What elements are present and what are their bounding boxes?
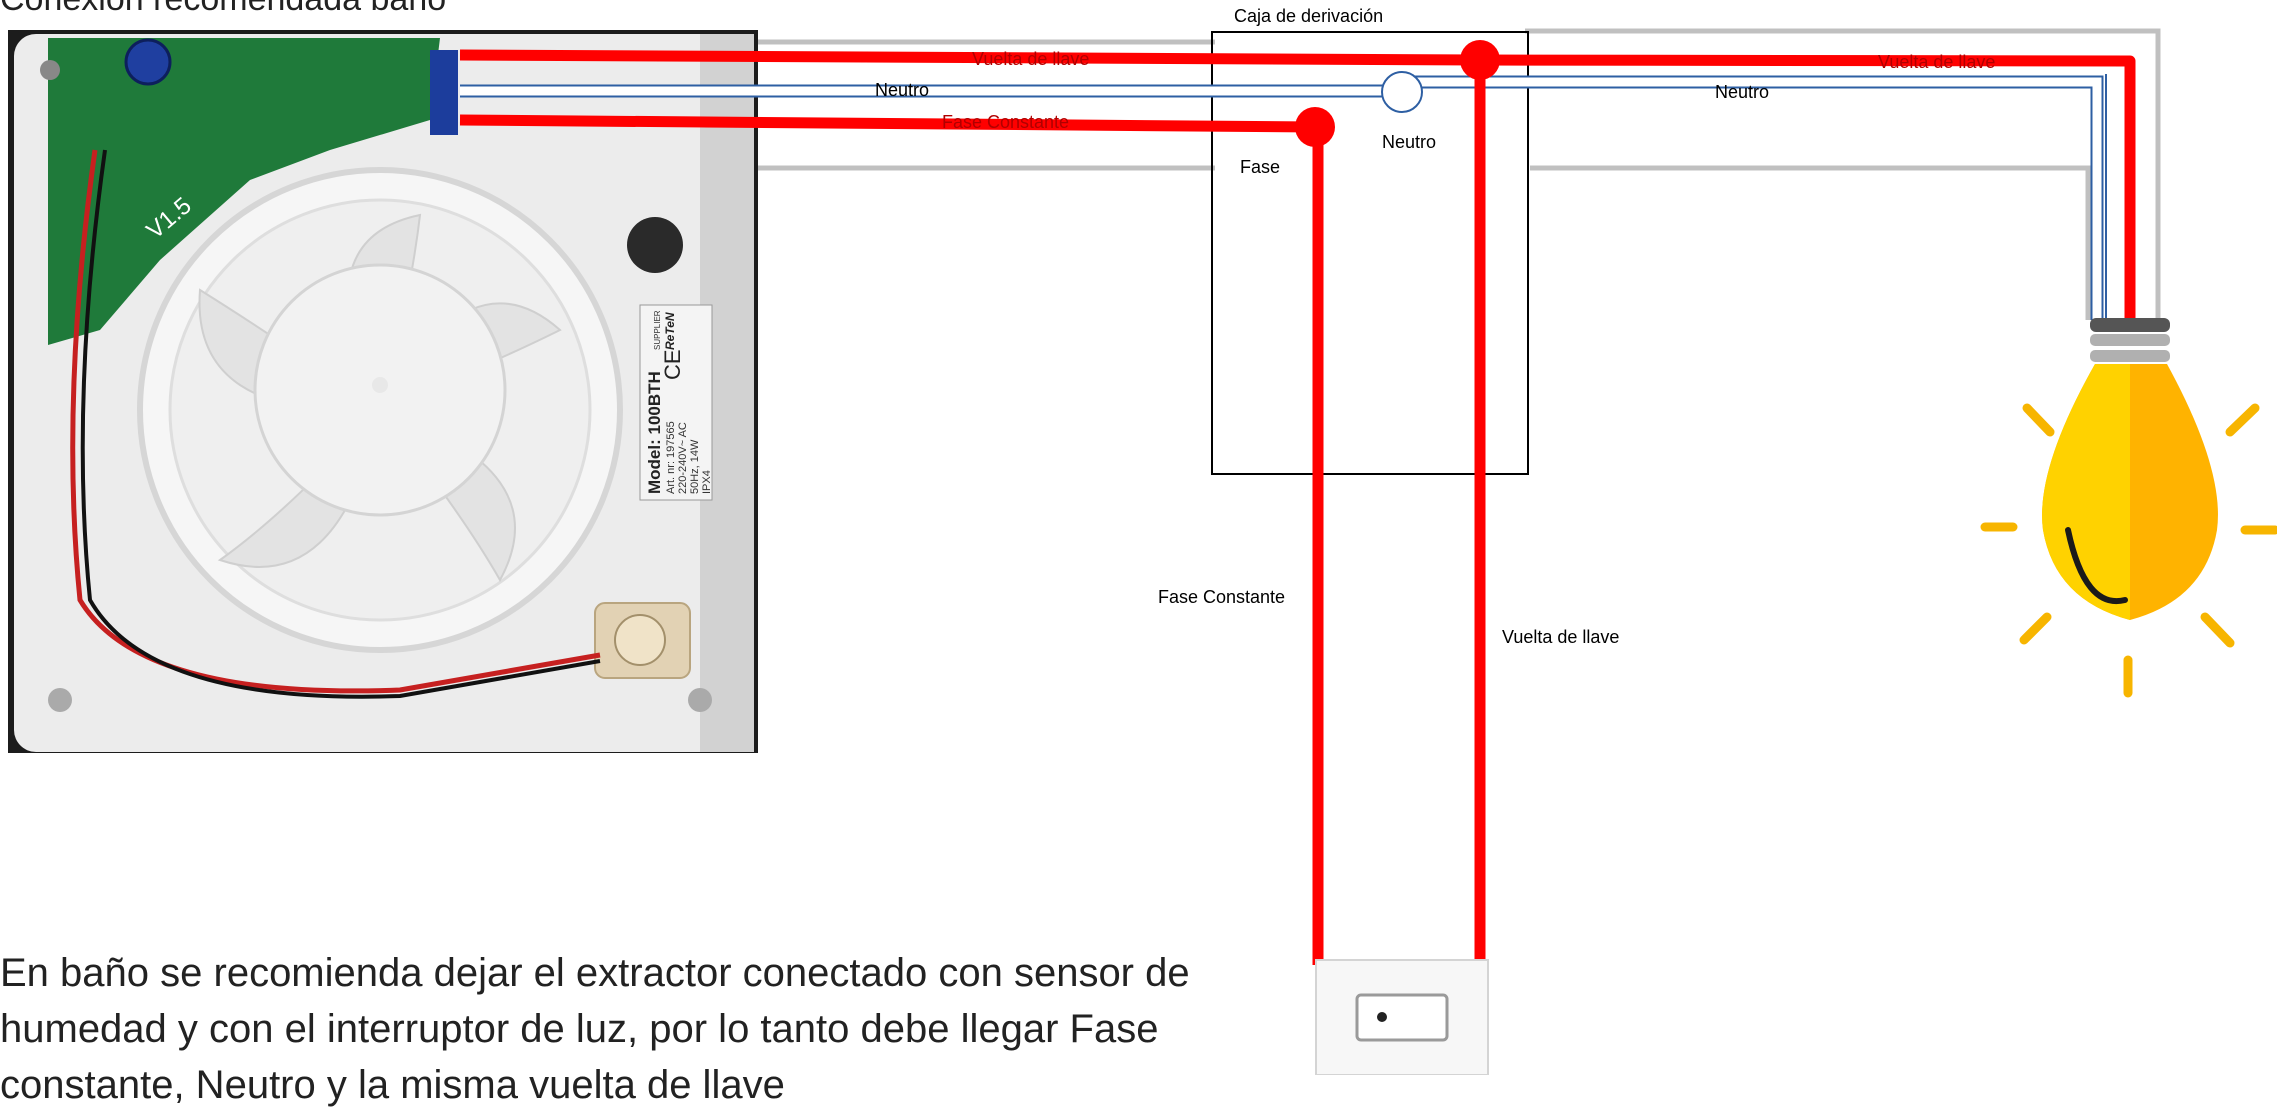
neutral-junction-node bbox=[1381, 71, 1423, 113]
switched-junction-node bbox=[1460, 40, 1500, 80]
ground-wire-right-top bbox=[1525, 28, 2161, 320]
humidity-sensor-hole bbox=[627, 217, 683, 273]
ground-wires bbox=[520, 28, 2161, 320]
voltage-label: 220-240V~ AC bbox=[677, 422, 689, 494]
light-bulb-icon bbox=[1980, 318, 2277, 698]
supplier-label: SUPPLIER bbox=[653, 310, 662, 350]
neutral-wire-label-left: Neutro bbox=[875, 80, 930, 100]
switched-wire-top bbox=[459, 49, 2136, 320]
brand-label: ReTeN bbox=[663, 312, 677, 350]
switch-indicator-icon bbox=[1377, 1012, 1387, 1022]
model-label: Model: 100BTH bbox=[645, 371, 664, 494]
power-label: 50Hz, 14W bbox=[689, 439, 701, 494]
potentiometer-icon bbox=[124, 38, 172, 86]
phase-constant-label-top: Fase Constante bbox=[942, 112, 1070, 132]
switched-wire-label-right: Vuelta de llave bbox=[1878, 52, 1996, 72]
neutral-wire-label-right: Neutro bbox=[1715, 82, 1770, 102]
light-switch bbox=[1315, 959, 1489, 1075]
phase-wires bbox=[459, 49, 2136, 965]
junction-box bbox=[1211, 31, 1529, 475]
fan-power-cable bbox=[70, 149, 601, 694]
phase-constant-label-down: Fase Constante bbox=[1158, 587, 1286, 607]
switched-wire-label-down: Vuelta de llave bbox=[1502, 627, 1620, 647]
fan-photo: Model: 100BTH Art. nr: 197565 220-240V~ … bbox=[8, 30, 758, 753]
light-rays-icon bbox=[1980, 403, 2277, 698]
art-label: Art. nr: 197565 bbox=[665, 421, 677, 494]
neutral-box-label: Neutro bbox=[1382, 132, 1437, 152]
circuit-board bbox=[48, 38, 440, 345]
junction-box-label: Caja de derivación bbox=[1234, 6, 1384, 26]
ip-label: IPX4 bbox=[701, 470, 713, 494]
phase-junction-node bbox=[1295, 107, 1335, 147]
terminal-block bbox=[430, 50, 458, 135]
wiring-diagram: Model: 100BTH Art. nr: 197565 220-240V~ … bbox=[8, 28, 2277, 1075]
page-title: Conexión recomendada baño bbox=[0, 0, 446, 19]
ground-wire-right-mid bbox=[1530, 165, 2091, 320]
rating-label: Model: 100BTH Art. nr: 197565 220-240V~ … bbox=[639, 304, 713, 501]
switch-rocker bbox=[1355, 993, 1449, 1042]
phase-box-label: Fase bbox=[1240, 157, 1281, 177]
phase-constant-wire-top bbox=[459, 114, 1316, 133]
ce-mark-icon: CE bbox=[660, 349, 685, 380]
installation-note: En baño se recomienda dejar el extractor… bbox=[0, 951, 1190, 1107]
switched-wire-label-left: Vuelta de llave bbox=[972, 49, 1090, 69]
